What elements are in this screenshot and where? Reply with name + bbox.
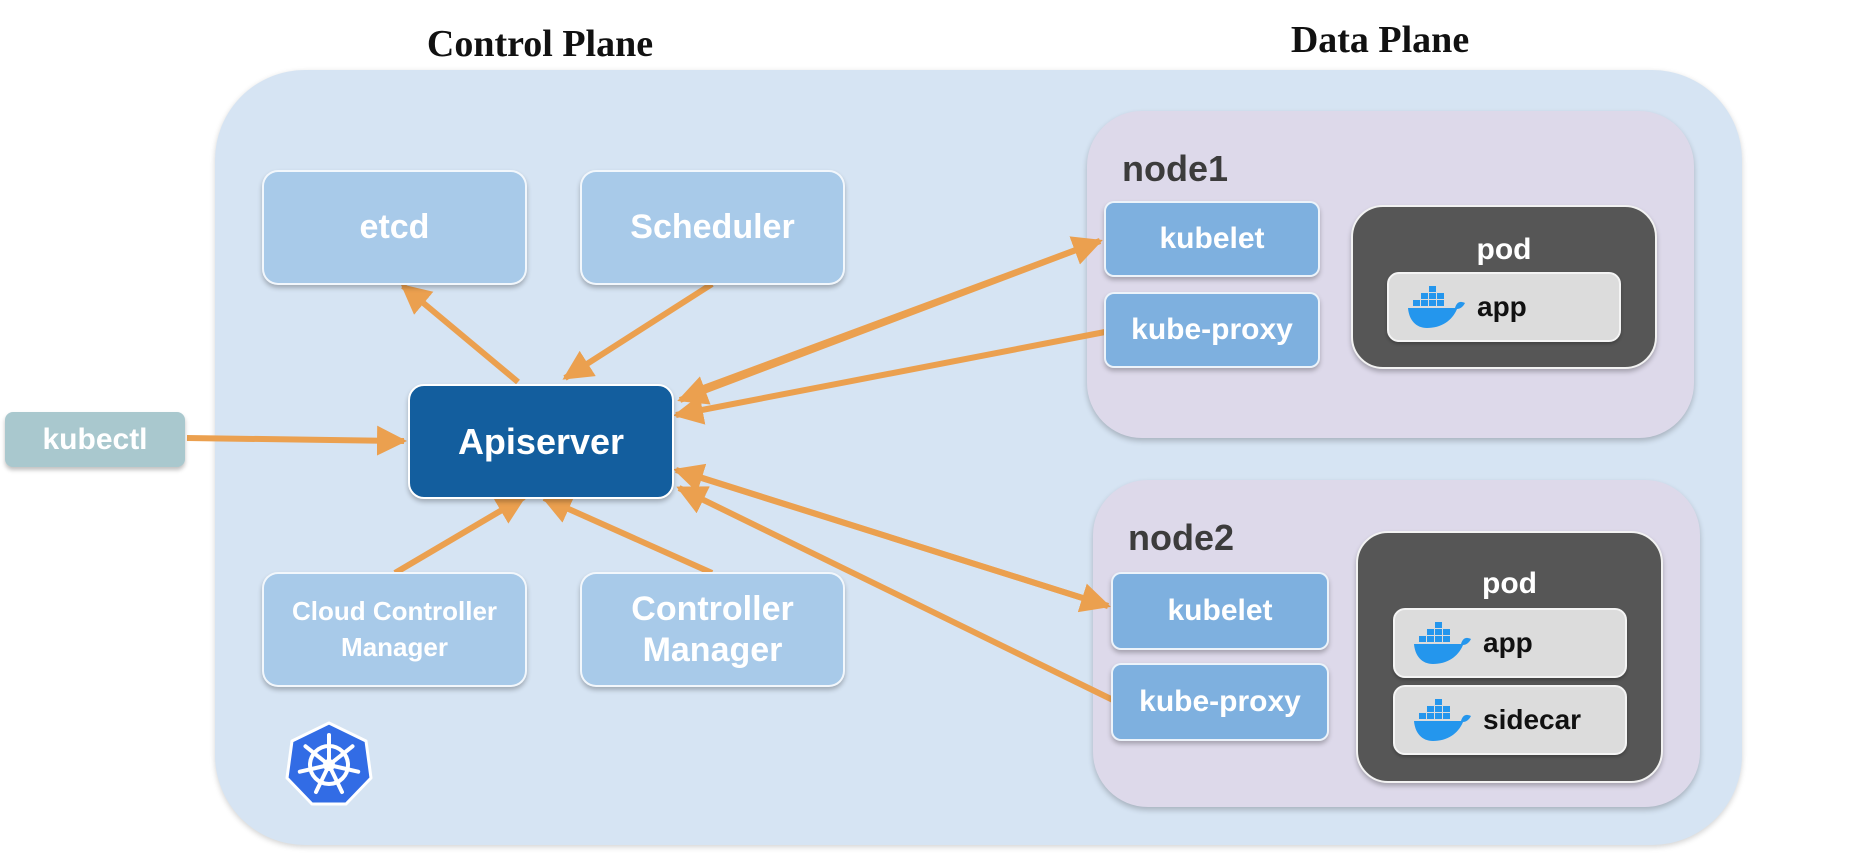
node1-label: node1	[1122, 148, 1229, 189]
arrow-node1-kubeproxy-to-apiserver	[673, 329, 1106, 425]
kubectl-box[interactable]: kubectl	[5, 412, 185, 467]
scheduler-label: Scheduler	[630, 208, 795, 246]
docker-whale-icon	[1414, 622, 1471, 664]
node2-container-app-label: app	[1483, 627, 1533, 658]
node1-container-app[interactable]: app	[1387, 272, 1621, 342]
data-plane-heading: Data Plane	[1290, 19, 1470, 61]
arrow-apiserver-to-etcd	[400, 283, 520, 385]
scheduler-box[interactable]: Scheduler	[580, 170, 845, 285]
node1-kubelet-box[interactable]: kubelet	[1104, 201, 1320, 277]
cloud-controller-manager-label-line1: Cloud Controller	[291, 596, 498, 627]
controller-manager-box[interactable]: Controller Manager	[580, 572, 845, 687]
node2-pod-label: pod	[1482, 567, 1537, 600]
cloud-controller-manager-label-line2: Manager	[341, 631, 448, 662]
docker-whale-icon	[1414, 699, 1471, 741]
node2-kubelet-label: kubelet	[1167, 594, 1273, 627]
node1-kube-proxy-label: kube-proxy	[1131, 313, 1293, 346]
node1-kubelet-label: kubelet	[1159, 222, 1265, 255]
node1-pod-label: pod	[1476, 233, 1532, 266]
etcd-box[interactable]: etcd	[262, 170, 527, 285]
arrow-scheduler-to-apiserver	[562, 281, 714, 381]
node1-container-app-label: app	[1477, 291, 1527, 322]
node2-kube-proxy-label: kube-proxy	[1139, 685, 1301, 718]
cloud-controller-manager-box[interactable]: Cloud Controller Manager	[262, 572, 527, 687]
apiserver-label: Apiserver	[457, 420, 625, 462]
apiserver-box[interactable]: Apiserver	[408, 384, 674, 499]
arrow-kubectl-to-apiserver	[186, 425, 407, 456]
node1-kube-proxy-box[interactable]: kube-proxy	[1104, 292, 1320, 368]
node2-container-sidecar-label: sidecar	[1483, 704, 1582, 735]
node2-container-app[interactable]: app	[1393, 608, 1627, 678]
arrow-node2-kubeproxy-to-apiserver	[676, 485, 1115, 703]
arrow-cloud-controller-to-apiserver	[393, 494, 527, 576]
node2-container-sidecar[interactable]: sidecar	[1393, 685, 1627, 755]
arrow-controller-manager-to-apiserver	[541, 495, 714, 576]
controller-manager-label-line1: Controller	[631, 589, 794, 628]
docker-whale-icon	[1408, 286, 1465, 328]
etcd-label: etcd	[359, 208, 430, 246]
control-plane-heading: Control Plane	[426, 23, 654, 65]
arrow-node1-kubelet-to-apiserver	[677, 238, 1102, 405]
node2-kubelet-box[interactable]: kubelet	[1111, 572, 1329, 650]
node2-label: node2	[1128, 517, 1235, 558]
node2-kube-proxy-box[interactable]: kube-proxy	[1111, 663, 1329, 741]
arrow-node2-kubelet-to-apiserver	[673, 463, 1109, 609]
kubernetes-helm-icon	[285, 721, 373, 806]
kubectl-label: kubectl	[42, 422, 148, 456]
controller-manager-label-line2: Manager	[642, 630, 783, 669]
